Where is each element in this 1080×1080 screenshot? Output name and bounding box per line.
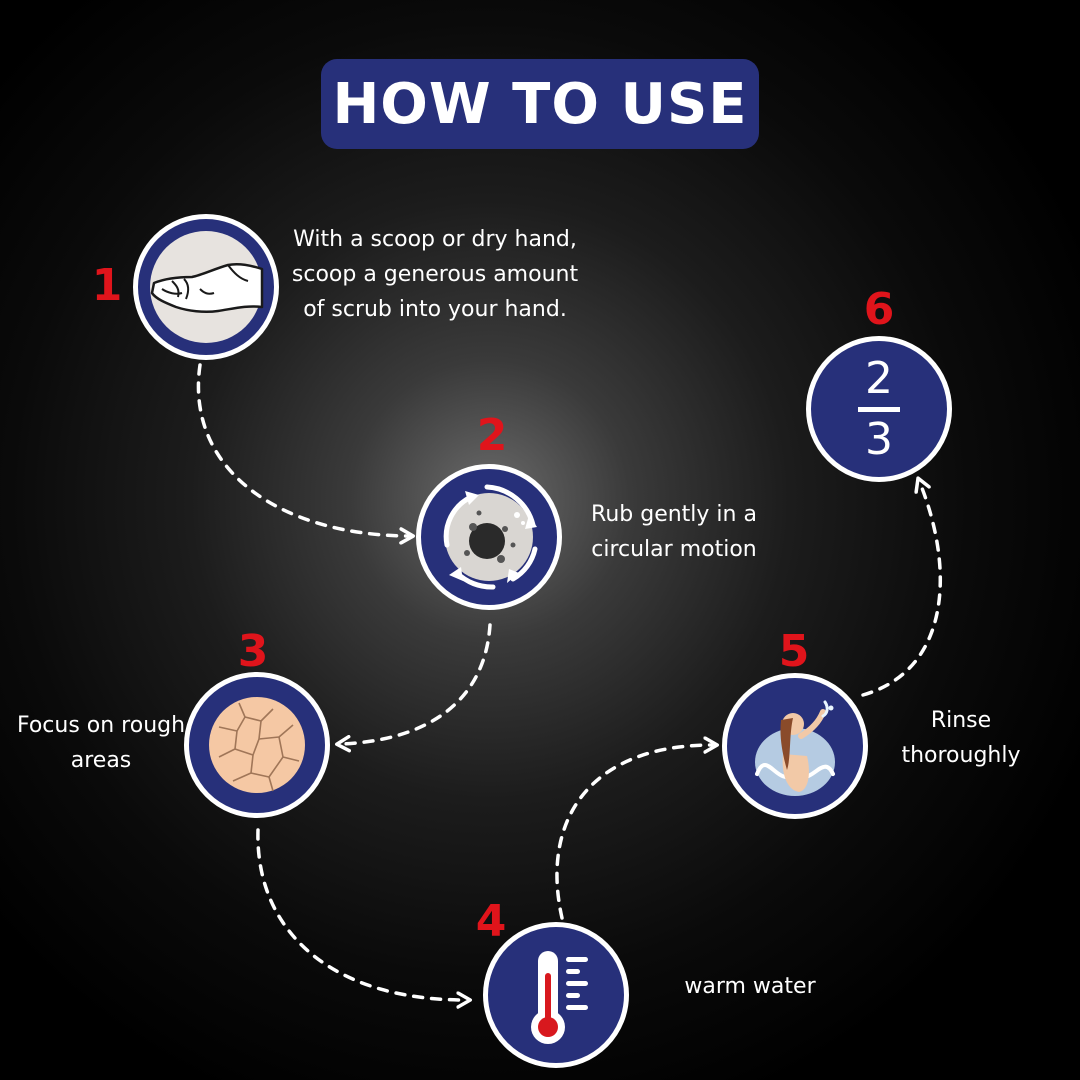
step-6-badge: 2 3	[806, 336, 952, 482]
step-4-text: warm water	[684, 974, 816, 999]
connector-2-3	[335, 623, 492, 753]
step-3-number: 3	[237, 626, 269, 677]
fraction-icon: 2 3	[858, 352, 900, 465]
rinse-icon	[755, 700, 835, 796]
page-title: HOW TO USE	[332, 71, 748, 137]
step-2-text: Rub gently in a circular motion	[591, 502, 757, 562]
step-5-badge	[722, 673, 868, 819]
connector-1-2	[196, 363, 415, 545]
connector-5-6	[861, 476, 943, 697]
fraction-denominator: 3	[865, 413, 893, 465]
step-6-number: 6	[863, 284, 895, 335]
step-5-number: 5	[778, 626, 810, 677]
step-3-badge	[184, 672, 330, 818]
step-1-number: 1	[91, 260, 123, 311]
step-2-badge	[416, 464, 562, 610]
thermometer-icon	[531, 951, 588, 1044]
fraction-bar	[858, 406, 900, 412]
step-5-text: Rinse thoroughly	[901, 708, 1021, 768]
step-1-text: With a scoop or dry hand, scoop a genero…	[291, 227, 579, 322]
step-2-number: 2	[476, 410, 508, 461]
step-3-text: Focus on rough areas	[16, 713, 186, 773]
connector-3-4	[256, 828, 472, 1009]
title-badge: HOW TO USE	[321, 59, 759, 149]
connector-4-5	[555, 736, 719, 920]
step-4-number: 4	[475, 896, 507, 947]
circular-scrub-icon	[443, 484, 538, 590]
hand-icon	[150, 231, 264, 343]
step-1-badge	[133, 214, 279, 360]
fraction-numerator: 2	[865, 352, 893, 404]
dry-skin-icon	[209, 697, 305, 793]
step-4-badge	[483, 922, 629, 1068]
